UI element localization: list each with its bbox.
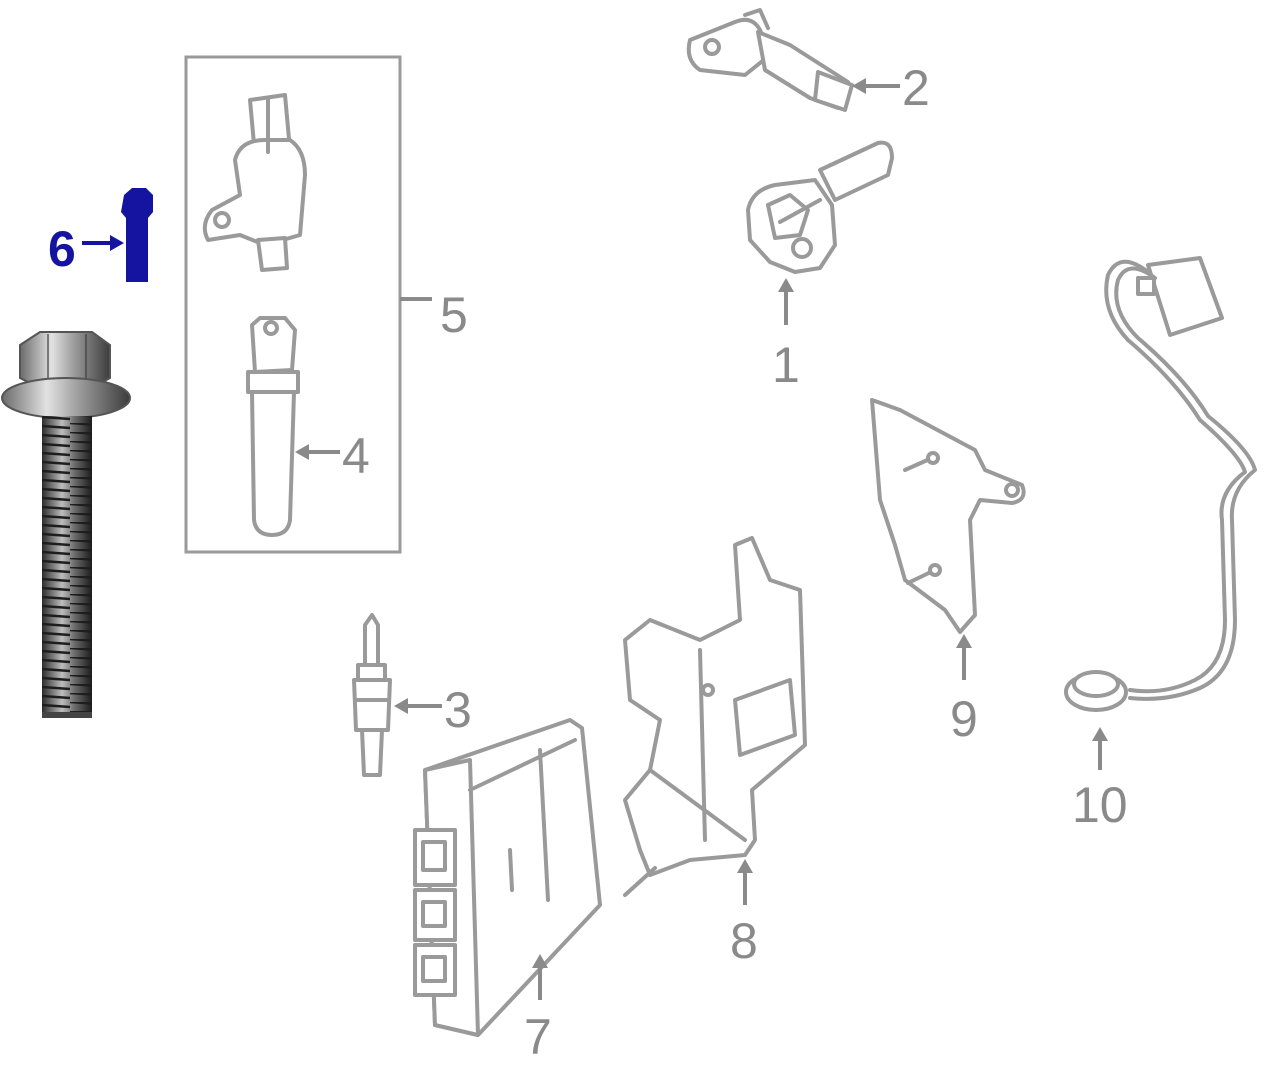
callout-1-label: 1 (772, 337, 800, 393)
part-10-knock-sensor (1064, 256, 1257, 712)
callout-2: 2 (852, 60, 930, 116)
callout-7: 7 (524, 954, 552, 1065)
callout-7-label: 7 (524, 1009, 552, 1060)
callout-2-label: 2 (902, 60, 930, 116)
callout-5-label: 5 (440, 287, 468, 343)
callout-6-label: 6 (48, 221, 76, 277)
callout-3: 3 (394, 682, 472, 738)
callout-4-label: 4 (342, 428, 370, 484)
callout-6: 6 (48, 221, 124, 277)
callout-4: 4 (295, 428, 370, 484)
callout-8: 8 (730, 859, 758, 969)
callout-9-label: 9 (950, 691, 978, 747)
part-7-control-module (413, 718, 602, 1037)
part-1-sensor (746, 140, 894, 274)
callout-10: 10 (1072, 727, 1128, 833)
flange-bolt-photo (1, 331, 131, 718)
part-4-coil-boot (246, 316, 300, 537)
part-8-bracket (623, 536, 807, 897)
part-9-bracket (870, 398, 1026, 634)
callout-8-label: 8 (730, 913, 758, 969)
part-5-ignition-coil (202, 93, 307, 272)
part-3-spark-plug (352, 613, 392, 777)
assembly-box-5: 5 (184, 55, 468, 554)
callout-9: 9 (950, 634, 978, 747)
part-6-bolt (121, 188, 153, 282)
callout-1: 1 (772, 278, 800, 393)
part-2-sensor (686, 8, 854, 112)
callout-10-label: 10 (1072, 777, 1128, 833)
callout-3-label: 3 (444, 682, 472, 738)
